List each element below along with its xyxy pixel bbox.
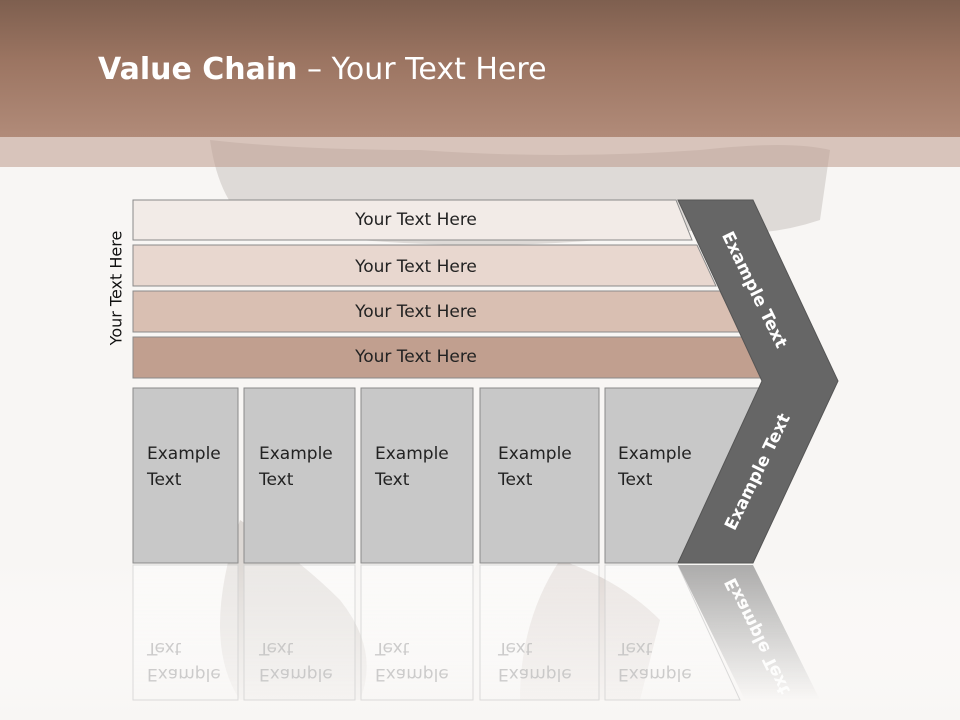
reflection-column-label: Example (147, 664, 221, 684)
reflection-column-label: Example (498, 664, 572, 684)
column-label-line1: Example (375, 444, 449, 464)
row-label: Your Text Here (354, 257, 477, 277)
row-label: Your Text Here (354, 347, 477, 367)
reflection-column-label: Text (258, 638, 294, 658)
row-label: Your Text Here (354, 210, 477, 230)
column-label-line1: Example (498, 444, 572, 464)
column-label-line2: Text (374, 470, 410, 490)
chevron-shape (677, 199, 839, 564)
diagram-reflection: Example Text Example Text Example Text E… (132, 564, 820, 701)
column-label-line1: Example (147, 444, 221, 464)
margin-chevron[interactable]: Example Text Example Text (677, 199, 839, 564)
row-label: Your Text Here (354, 302, 477, 322)
primary-column[interactable] (132, 387, 239, 564)
column-label-line1: Example (618, 444, 692, 464)
primary-column[interactable] (360, 387, 474, 564)
column-label-line1: Example (259, 444, 333, 464)
title-rest: – Your Text Here (297, 52, 547, 87)
reflection-column-label: Text (497, 638, 533, 658)
primary-column[interactable] (243, 387, 356, 564)
reflection-column-label: Text (146, 638, 182, 658)
column-label-line2: Text (146, 470, 182, 490)
column-label-line2: Text (617, 470, 653, 490)
reflection-column-label: Text (374, 638, 410, 658)
column-label-line2: Text (497, 470, 533, 490)
primary-activities: Example Text Example Text Example Text E… (132, 387, 763, 564)
reflection-column-label: Example (259, 664, 333, 684)
column-label-line2: Text (258, 470, 294, 490)
primary-column[interactable] (479, 387, 600, 564)
reflection-column-label: Example (618, 664, 692, 684)
title-bold: Value Chain (98, 52, 298, 87)
header-strip (0, 137, 960, 167)
slide-title: Value Chain – Your Text Here (98, 52, 547, 87)
support-row[interactable] (132, 199, 693, 241)
support-row[interactable] (132, 244, 717, 287)
reflection-column-label: Example (375, 664, 449, 684)
support-activities: Your Text Here Your Text Here Your Text … (132, 199, 765, 379)
header-band (0, 0, 960, 137)
reflection-column-label: Text (617, 638, 653, 658)
